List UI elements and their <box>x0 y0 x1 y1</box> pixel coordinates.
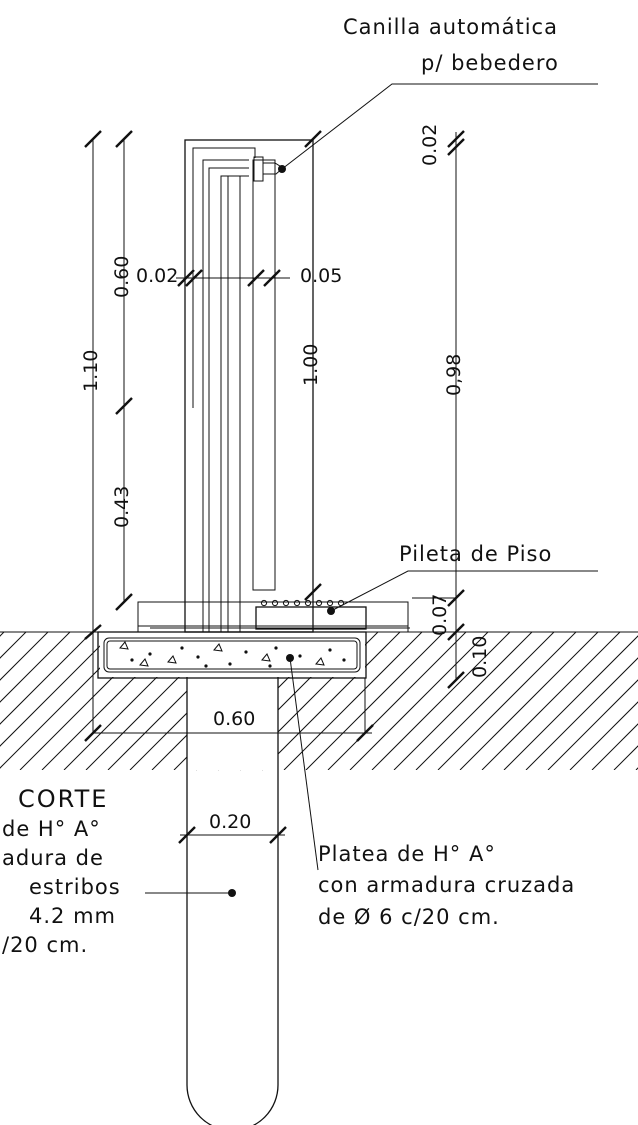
dimension-ticks <box>84 130 465 844</box>
label-canilla-1: Canilla automática <box>343 15 558 39</box>
label-pilote-5: /20 cm. <box>2 933 88 957</box>
dim-0-10: 0.10 <box>469 636 491 678</box>
label-pileta: Pileta de Piso <box>399 542 552 566</box>
dim-0-20: 0.20 <box>209 811 251 833</box>
dim-0-60-vertical: 0.60 <box>111 256 133 298</box>
dim-0-02-right: 0.02 <box>419 124 441 166</box>
wall <box>184 139 314 633</box>
ground-hatch <box>0 632 638 771</box>
dim-0-05: 0.05 <box>300 265 342 287</box>
label-platea-3: de Ø 6 c/20 cm. <box>318 905 500 929</box>
foundation-slab <box>97 631 367 679</box>
label-pilote-4: 4.2 mm <box>29 904 116 928</box>
label-corte: CORTE <box>18 785 108 813</box>
dim-0-07: 0.07 <box>429 594 451 636</box>
label-platea-1: Platea de H° A° <box>318 842 496 866</box>
label-pilote-1: de H° A° <box>2 817 101 841</box>
label-platea-2: con armadura cruzada <box>318 873 575 897</box>
dim-0-60-horizontal: 0.60 <box>213 708 255 730</box>
floor-drain <box>255 599 367 630</box>
leader-lines <box>145 83 598 897</box>
dimension-lines <box>92 132 457 836</box>
dim-0-43: 0.43 <box>111 486 133 528</box>
dim-0-02-left: 0.02 <box>136 265 178 287</box>
pile <box>186 677 279 1125</box>
label-pilote-2: adura de <box>2 846 104 870</box>
label-canilla-2: p/ bebedero <box>421 51 559 75</box>
dim-1-00: 1.00 <box>300 344 322 386</box>
label-pilote-3: estribos <box>29 875 121 899</box>
dim-1-10: 1.10 <box>80 350 102 392</box>
dim-0-98: 0,98 <box>443 354 465 396</box>
